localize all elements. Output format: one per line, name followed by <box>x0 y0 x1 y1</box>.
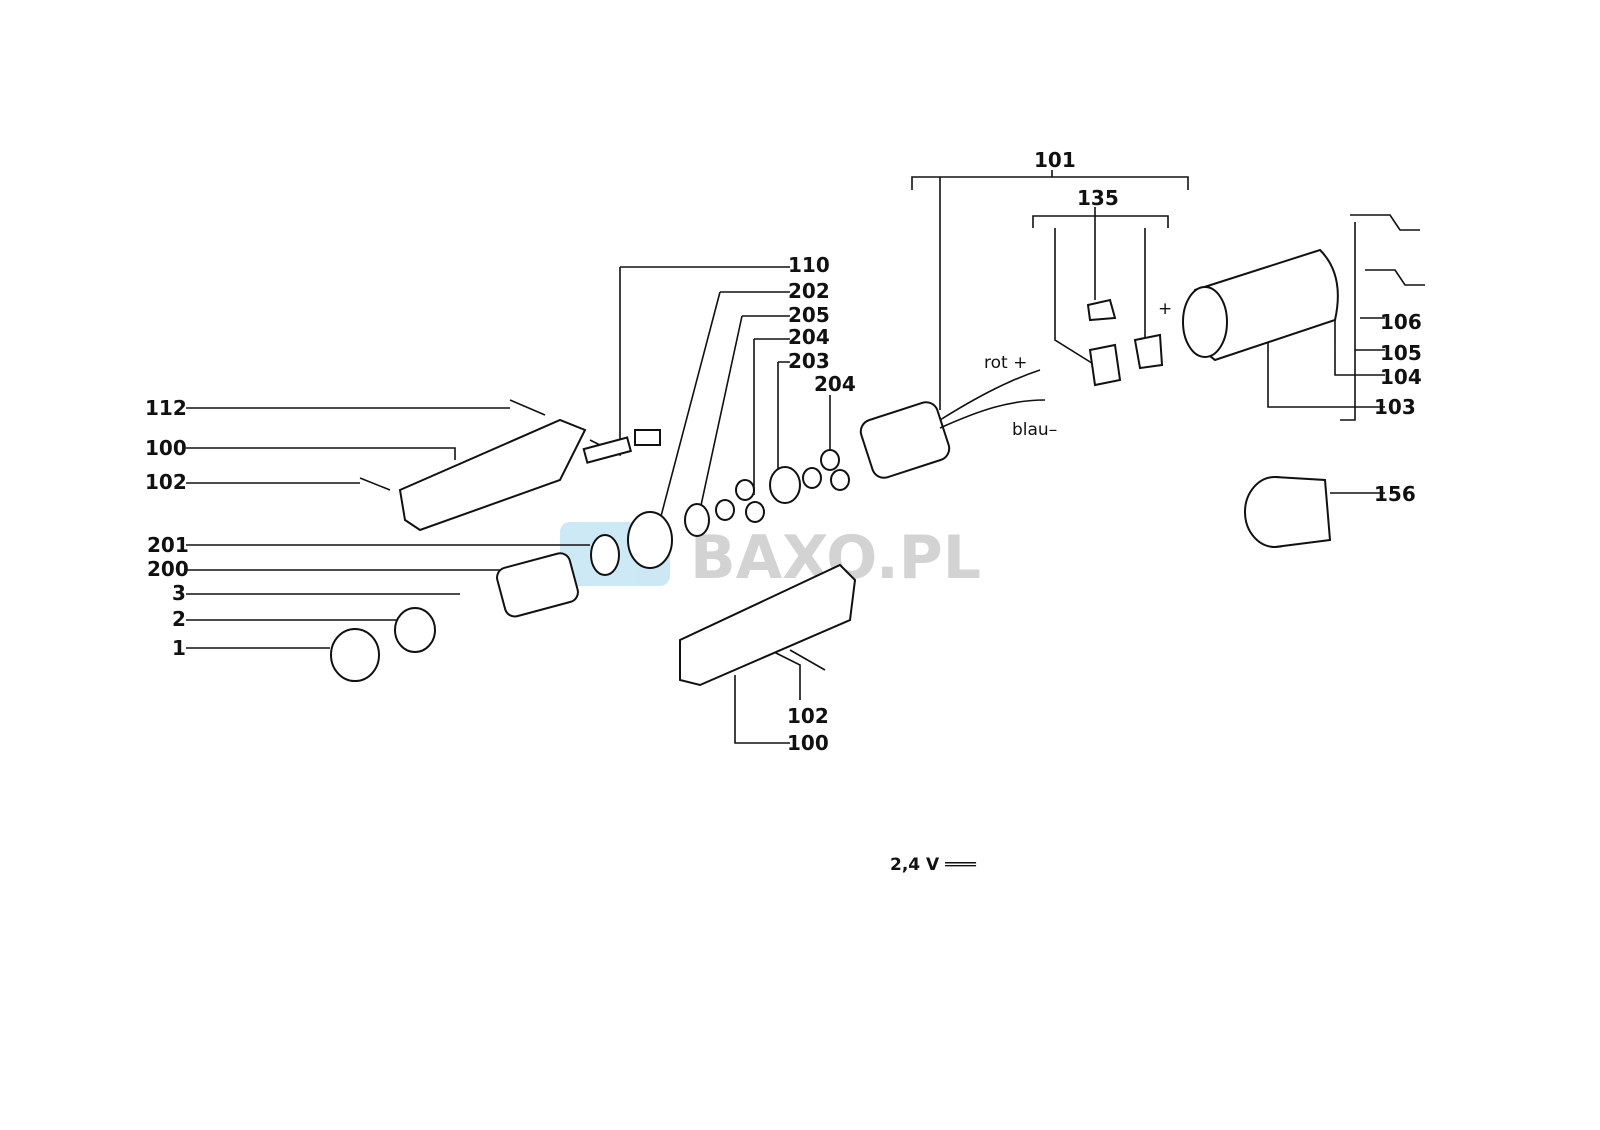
planet-gear <box>830 469 850 491</box>
contact <box>1086 298 1117 322</box>
label-100: 100 <box>145 436 187 460</box>
label-102: 102 <box>787 704 829 728</box>
wire-blue-label: blau– <box>1012 420 1057 440</box>
planet-gear <box>735 479 755 501</box>
label-203: 203 <box>788 349 830 373</box>
label-106: 106 <box>1380 310 1422 334</box>
label-1: 1 <box>172 636 186 660</box>
carrier-205 <box>684 503 710 537</box>
label-101: 101 <box>1034 148 1076 172</box>
housing-half-top <box>398 418 587 532</box>
housing-half-bottom <box>679 563 857 687</box>
part-labels: 101 135 110 202 205 204 203 204 112 100 … <box>145 148 1422 875</box>
parts <box>330 214 1425 687</box>
carrier-203 <box>769 466 801 504</box>
gearbox-200 <box>496 552 579 618</box>
switch <box>634 429 661 446</box>
label-2: 2 <box>172 607 186 631</box>
label-204: 204 <box>814 372 856 396</box>
label-200: 200 <box>147 557 189 581</box>
wire-red-label: rot + <box>984 353 1027 373</box>
label-201: 201 <box>147 533 189 557</box>
label-102: 102 <box>145 470 187 494</box>
label-205: 205 <box>788 303 830 327</box>
label-103: 103 <box>1374 395 1416 419</box>
watermark-logo: BAXO.PL <box>560 522 981 593</box>
label-110: 110 <box>788 253 830 277</box>
label-204: 204 <box>788 325 830 349</box>
contact <box>1133 333 1164 370</box>
washer-201 <box>590 534 620 576</box>
contact <box>1088 343 1122 387</box>
label-105: 105 <box>1380 341 1422 365</box>
planet-gear <box>715 499 735 521</box>
planet-gear <box>745 501 765 523</box>
planet-gear <box>802 467 822 489</box>
collar-2 <box>394 607 436 653</box>
label-156: 156 <box>1374 482 1416 506</box>
label-135: 135 <box>1077 186 1119 210</box>
battery-end <box>1182 286 1228 358</box>
label-112: 112 <box>145 396 187 420</box>
plus-terminal-label: + <box>1158 299 1172 319</box>
label-100: 100 <box>787 731 829 755</box>
label-202: 202 <box>788 279 830 303</box>
label-104: 104 <box>1380 365 1422 389</box>
ring-gear <box>627 511 673 569</box>
label-3: 3 <box>172 581 186 605</box>
nut-1 <box>330 628 380 682</box>
motor <box>859 401 951 479</box>
voltage-label: 2,4 V ═══ <box>890 855 977 875</box>
spring <box>582 436 633 464</box>
planet-gear <box>820 449 840 471</box>
